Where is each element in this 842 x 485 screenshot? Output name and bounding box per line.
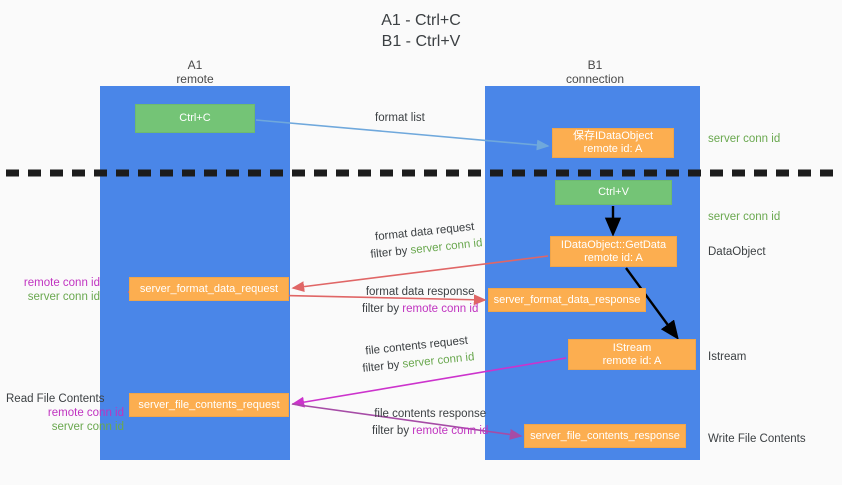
annotation-remote-conn-id-lower: remote conn id — [47, 407, 124, 419]
node-ctrl-v-label: Ctrl+V — [598, 186, 629, 198]
filter-prefix: filter by — [369, 244, 412, 261]
edge-label-file-contents-response-title: file contents response — [374, 408, 487, 420]
filter-key-remote-conn-id: remote conn id — [412, 425, 489, 437]
node-server-format-data-response-label: server_format_data_response — [493, 293, 641, 306]
page-title: A1 - Ctrl+C B1 - Ctrl+V — [381, 12, 461, 50]
column-header-b1: B1 connection — [565, 58, 625, 86]
annotation-conn-ids-upper: remote conn id server conn id — [6, 276, 100, 304]
annotation-dataobject: DataObject — [708, 246, 766, 258]
arrow-format-list — [255, 119, 550, 151]
filter-prefix: filter by — [372, 425, 413, 437]
edge-label-format-data-response-title: format data response — [365, 286, 475, 298]
node-istream-remote-id: remote id: A — [602, 354, 662, 367]
edge-label-format-list: format list — [375, 111, 425, 126]
node-getdata-remote-id: remote id: A — [584, 251, 643, 264]
edge-label-format-data-response: format data response filter by remote co… — [362, 285, 478, 317]
edge-label-format-data-response-filter: filter by remote conn id — [362, 302, 478, 317]
annotation-server-conn-id-mid: server conn id — [708, 211, 781, 223]
node-istream-title: IStream — [612, 341, 652, 354]
annotation-remote-conn-id-upper: remote conn id — [23, 277, 100, 289]
node-getdata-title: IDataObject::GetData — [560, 238, 667, 251]
arrow-format-data-request — [291, 255, 549, 293]
annotation-server-conn-id-lower: server conn id — [51, 421, 124, 433]
node-save-idataobject-remote-id: remote id: A — [583, 143, 643, 155]
arrow-getdata-to-istream — [625, 267, 679, 340]
filter-key-remote-conn-id: remote conn id — [402, 303, 479, 315]
annotation-write-file-contents: Write File Contents — [708, 433, 806, 445]
filter-prefix: filter by — [361, 358, 404, 375]
node-save-idataobject[interactable]: 保存IDataObject remote id: A — [552, 128, 674, 158]
node-server-file-contents-response-label: server_file_contents_response — [530, 429, 680, 442]
annotation-istream: Istream — [708, 351, 747, 363]
edge-label-format-list-text: format list — [375, 112, 425, 124]
node-server-format-data-request[interactable]: server_format_data_request — [129, 277, 289, 301]
node-server-format-data-response[interactable]: server_format_data_response — [488, 288, 646, 312]
edge-label-file-contents-response: file contents response filter by remote … — [372, 407, 488, 439]
annotation-read-file-contents: Read File Contents — [6, 393, 105, 405]
node-ctrl-c-label: Ctrl+C — [179, 112, 211, 124]
node-server-file-contents-request-label: server_file_contents_request — [138, 398, 280, 411]
node-ctrl-c[interactable]: Ctrl+C — [135, 104, 255, 133]
arrow-file-contents-response — [291, 403, 523, 440]
node-idataobject-getdata[interactable]: IDataObject::GetData remote id: A — [550, 236, 677, 267]
node-ctrl-v[interactable]: Ctrl+V — [555, 180, 672, 205]
arrow-file-contents-request — [291, 357, 567, 408]
node-istream[interactable]: IStream remote id: A — [568, 339, 696, 370]
annotation-server-conn-id-top: server conn id — [708, 133, 781, 145]
node-server-file-contents-response[interactable]: server_file_contents_response — [524, 424, 686, 448]
edge-label-file-contents-response-filter: filter by remote conn id — [372, 424, 488, 439]
node-server-format-data-request-label: server_format_data_request — [139, 282, 279, 295]
annotation-read-file-block: Read File Contents remote conn id server… — [6, 392, 124, 434]
node-save-idataobject-title: 保存IDataObject — [572, 130, 654, 142]
filter-prefix: filter by — [362, 303, 403, 315]
annotation-server-conn-id-upper: server conn id — [27, 291, 100, 303]
node-server-file-contents-request[interactable]: server_file_contents_request — [129, 393, 289, 417]
column-header-a1: A1 remote — [176, 58, 214, 86]
